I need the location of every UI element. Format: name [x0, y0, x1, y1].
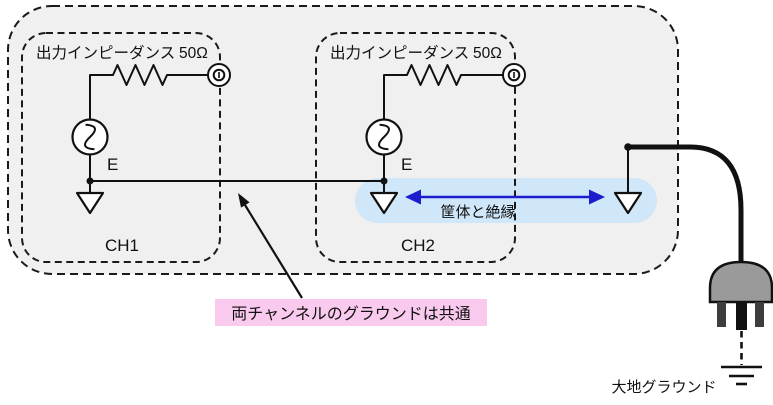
ch2-name-label: CH2 [401, 236, 435, 255]
ch2-impedance-label: 出力インピーダンス [330, 44, 469, 62]
ch2-source-label: E [401, 155, 412, 174]
chassis-ground-icon [613, 147, 643, 215]
ch1-ac-source-icon [71, 118, 109, 156]
ch2-ac-source-icon [365, 118, 403, 156]
ch2-resistor-icon [383, 64, 503, 120]
pointer-arrow-icon [238, 193, 303, 299]
isolation-double-arrow-icon [405, 189, 605, 205]
ch1-resistor-icon [89, 64, 208, 120]
ch1-box [21, 32, 221, 263]
earth-ground-label: 大地グラウンド [611, 379, 716, 396]
common-ground-label-highlight [215, 299, 487, 326]
ch1-impedance-value: 50Ω [179, 45, 208, 62]
ch1-impedance-label: 出力インピーダンス [36, 44, 175, 62]
power-plug-icon [708, 260, 773, 330]
ch2-impedance-value: 50Ω [473, 45, 502, 62]
common-ground-label: 両チャンネルのグラウンドは共通 [231, 305, 471, 323]
ch1-output-connector-icon [207, 63, 231, 87]
ch1-name-label: CH1 [105, 236, 139, 255]
ch1-source-label: E [107, 155, 118, 174]
isolation-highlight-pill [355, 178, 657, 223]
ch2-junction-dot [380, 177, 388, 185]
isolation-label: 筐体と絶縁 [440, 204, 515, 221]
earth-ground-icon [721, 365, 762, 386]
power-cord [625, 144, 744, 266]
ch2-box [315, 32, 516, 263]
ch2-output-connector-icon [502, 63, 526, 87]
